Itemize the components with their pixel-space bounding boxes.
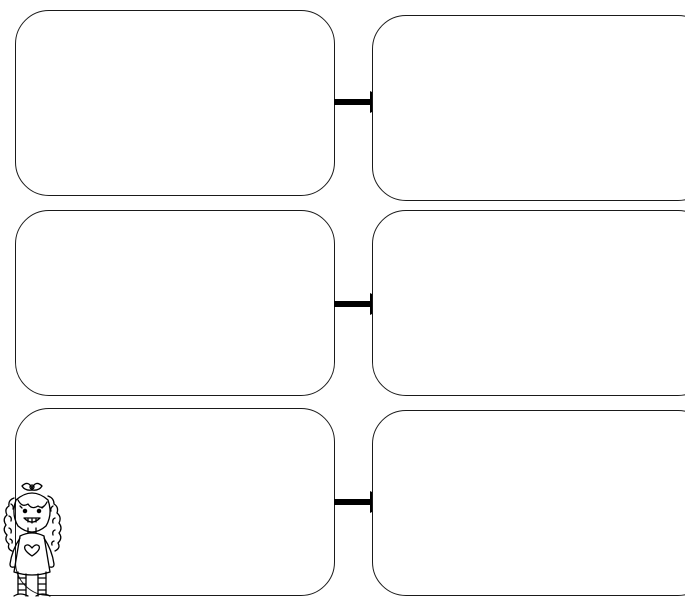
effect-box-3[interactable] xyxy=(372,410,685,596)
girl-clipart-icon xyxy=(3,482,62,597)
cause-box-2[interactable] xyxy=(15,210,335,396)
effect-box-1[interactable] xyxy=(372,15,685,201)
cause-box-1[interactable] xyxy=(15,10,335,196)
effect-box-2[interactable] xyxy=(372,210,685,396)
